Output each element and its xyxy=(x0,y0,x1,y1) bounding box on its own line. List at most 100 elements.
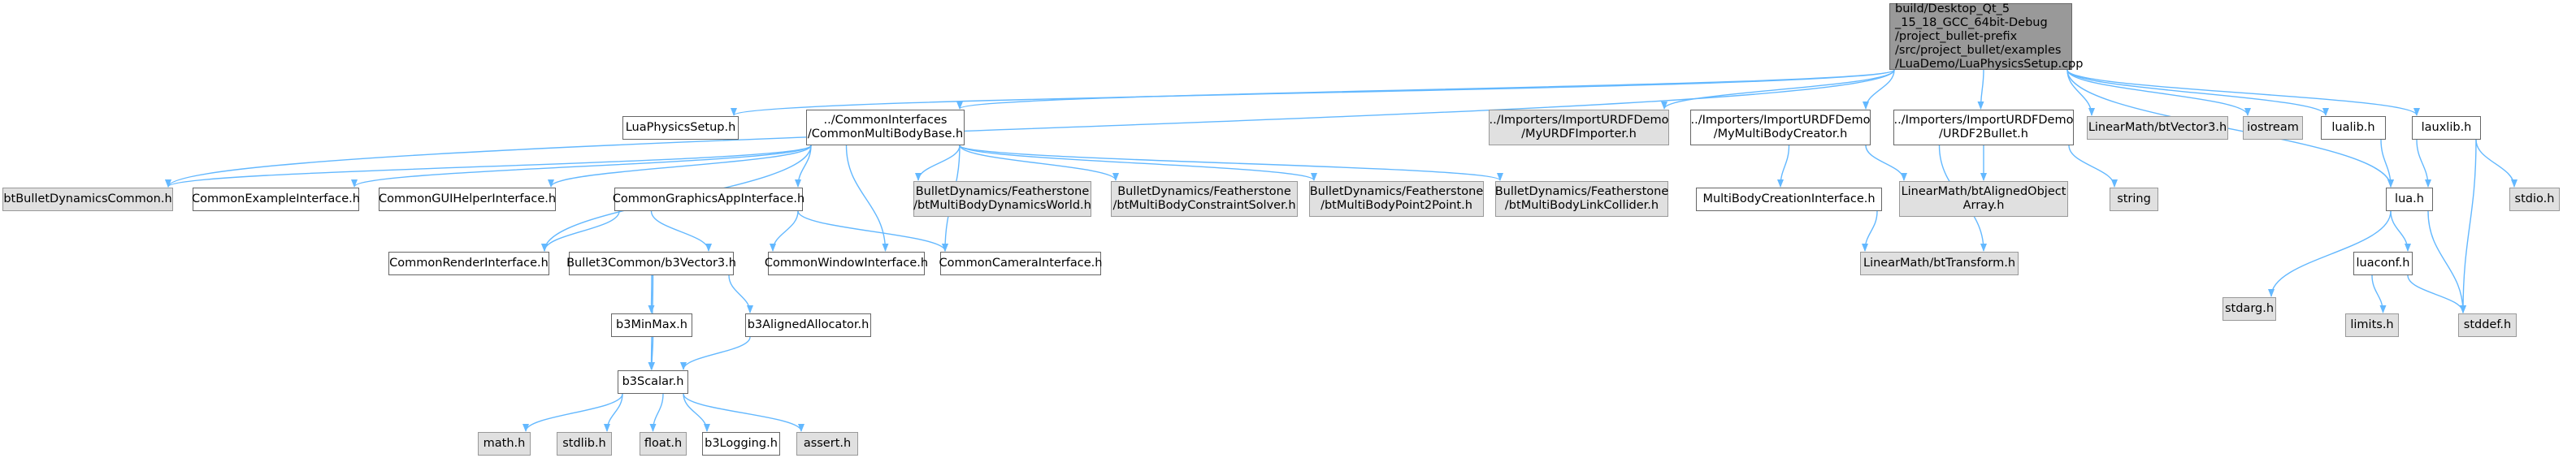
node-commonmultibodybase[interactable]: ../CommonInterfaces/CommonMultiBodyBase.… xyxy=(806,110,965,145)
edge-mymultibodycreator-to-multibodycreationinterface xyxy=(1777,145,1790,188)
edge-root-to-luah xyxy=(2066,69,2394,188)
node-label-line: limits.h xyxy=(2350,318,2394,331)
node-label-line: CommonGraphicsAppInterface.h xyxy=(612,192,805,205)
node-label-line: LinearMath/btVector3.h xyxy=(2088,121,2227,134)
node-urdf2bullet[interactable]: ../Importers/ImportURDFDemo/URDF2Bullet.… xyxy=(1893,110,2074,145)
edge-b3scalar-to-mathh xyxy=(523,393,623,432)
node-iostream: iostream xyxy=(2243,116,2303,140)
node-label-line: BulletDynamics/Featherstone xyxy=(915,185,1090,198)
node-btmultibodypoint2point: BulletDynamics/Featherstone/btMultiBodyP… xyxy=(1309,181,1484,217)
node-b3minmax[interactable]: b3MinMax.h xyxy=(611,313,692,337)
edge-commonmultibodybase-to-btmultibodyconstraintsolver xyxy=(959,145,1119,181)
node-label-line: lauxlib.h xyxy=(2421,121,2472,134)
node-label-line: CommonGUIHelperInterface.h xyxy=(378,192,557,205)
node-commonguihelperinterface[interactable]: CommonGUIHelperInterface.h xyxy=(379,188,556,211)
node-label-line: /URDF2Bullet.h xyxy=(1939,127,2028,140)
node-label-line: Array.h xyxy=(1962,199,2005,212)
node-label-line: /project_bullet-prefix xyxy=(1895,29,2018,43)
node-b3alignedallocator[interactable]: b3AlignedAllocator.h xyxy=(745,313,871,337)
node-label-line: CommonWindowInterface.h xyxy=(764,257,929,270)
node-assert: assert.h xyxy=(796,432,858,456)
node-label-line: b3MinMax.h xyxy=(616,318,687,331)
node-mymultibodycreator[interactable]: ../Importers/ImportURDFDemo/MyMultiBodyC… xyxy=(1690,110,1871,145)
node-label-line: math.h xyxy=(483,437,526,450)
node-label-line: BulletDynamics/Featherstone xyxy=(1494,185,1669,198)
edge-root-to-lualib xyxy=(2066,69,2329,116)
node-lauxlib[interactable]: lauxlib.h xyxy=(2412,116,2481,140)
edge-b3alignedallocator-to-b3scalar xyxy=(680,336,751,370)
edge-b3vector3-to-b3minmax xyxy=(648,274,655,313)
node-label-line: btBulletDynamicsCommon.h xyxy=(3,192,172,205)
node-mathh: math.h xyxy=(478,432,531,456)
node-stdio: stdio.h xyxy=(2509,188,2560,211)
node-label-line: /btMultiBodyDynamicsWorld.h xyxy=(913,199,1091,212)
edge-luaconf-to-stddef xyxy=(2407,274,2466,313)
node-label-line: ../Importers/ImportURDFDemo xyxy=(1690,114,1871,127)
edge-commonmultibodybase-to-btmultibodypoint2point xyxy=(959,145,1317,181)
node-label-line: LuaPhysicsSetup.h xyxy=(625,121,736,134)
node-btmultibodydynamicsworld: BulletDynamics/Featherstone/btMultiBodyD… xyxy=(913,181,1091,217)
edge-b3scalar-to-stdlib xyxy=(604,393,623,432)
node-label-line: /MyMultiBodyCreator.h xyxy=(1713,127,1848,140)
edge-urdf2bullet-to-string xyxy=(2068,145,2118,188)
edge-commonmultibodybase-to-commonexampleinterface xyxy=(351,145,812,188)
node-multibodycreationinterface[interactable]: MultiBodyCreationInterface.h xyxy=(1696,188,1882,211)
node-label-line: b3Logging.h xyxy=(705,437,778,450)
node-label-line: b3Scalar.h xyxy=(622,375,684,388)
node-b3vector3[interactable]: Bullet3Common/b3Vector3.h xyxy=(566,252,736,275)
node-label-line: MultiBodyCreationInterface.h xyxy=(1702,192,1876,205)
node-commonwindowinterface[interactable]: CommonWindowInterface.h xyxy=(764,252,929,275)
node-b3scalar[interactable]: b3Scalar.h xyxy=(618,370,688,394)
node-commonrenderinterface[interactable]: CommonRenderInterface.h xyxy=(388,252,549,275)
node-root: build/Desktop_Qt_5_15_18_GCC_64bit-Debug… xyxy=(1889,2,2083,71)
node-label-line: /MyURDFImporter.h xyxy=(1521,127,1637,140)
node-label-line: ../Importers/ImportURDFDemo xyxy=(1893,114,2074,127)
node-b3logging[interactable]: b3Logging.h xyxy=(702,432,780,456)
node-label-line: BulletDynamics/Featherstone xyxy=(1309,185,1484,198)
node-label-line: stddef.h xyxy=(2463,318,2512,331)
node-label-line: _15_18_GCC_64bit-Debug xyxy=(1895,15,2048,29)
node-label-line: LinearMath/btTransform.h xyxy=(1863,257,2016,270)
edge-commonmultibodybase-to-btbulletdynamicscommon xyxy=(165,145,812,188)
node-float: float.h xyxy=(640,432,687,456)
edge-mymultibodycreator-to-btalignedobjectarray xyxy=(1865,145,1907,181)
node-label-line: lualib.h xyxy=(2331,121,2375,134)
node-label-line: /btMultiBodyPoint2Point.h xyxy=(1321,199,1472,212)
node-stdarg: stdarg.h xyxy=(2223,297,2276,321)
node-limits: limits.h xyxy=(2345,313,2399,337)
node-label-line: lua.h xyxy=(2395,192,2424,205)
node-commonexampleinterface[interactable]: CommonExampleInterface.h xyxy=(192,188,360,211)
node-label-line: Bullet3Common/b3Vector3.h xyxy=(566,257,736,270)
node-label-line: luaconf.h xyxy=(2356,257,2410,270)
node-luaconf[interactable]: luaconf.h xyxy=(2353,252,2413,275)
node-btmultibodylinkcollider: BulletDynamics/Featherstone/btMultiBodyL… xyxy=(1495,181,1668,217)
node-label-line: /LuaDemo/LuaPhysicsSetup.cpp xyxy=(1895,57,2084,71)
edge-root-to-myurdfimporter xyxy=(1661,69,1895,110)
edge-commongraphicsappinterface-to-b3vector3 xyxy=(650,210,712,252)
edge-root-to-commonmultibodybase xyxy=(956,69,1895,110)
edge-commongraphicsappinterface-to-commoncamerainterface xyxy=(797,210,948,252)
node-label-line: /src/project_bullet/examples xyxy=(1895,43,2062,57)
node-luaphysicssetup[interactable]: LuaPhysicsSetup.h xyxy=(622,116,739,140)
node-label-line: string xyxy=(2117,192,2151,205)
node-commongraphicsappinterface[interactable]: CommonGraphicsAppInterface.h xyxy=(612,188,805,211)
node-btvector3: LinearMath/btVector3.h xyxy=(2087,116,2228,140)
edge-commonmultibodybase-to-btmultibodylinkcollider xyxy=(959,145,1503,181)
node-label-line: CommonRenderInterface.h xyxy=(389,257,549,270)
node-commoncamerainterface[interactable]: CommonCameraInterface.h xyxy=(939,252,1103,275)
node-label-line: CommonCameraInterface.h xyxy=(939,257,1103,270)
node-luah[interactable]: lua.h xyxy=(2386,188,2433,211)
edge-root-to-mymultibodycreator xyxy=(1863,69,1895,110)
edge-lualib-to-luah xyxy=(2380,139,2394,188)
node-stddef: stddef.h xyxy=(2458,313,2517,337)
edge-root-to-btbulletdynamicscommon xyxy=(165,69,1895,188)
node-label-line: build/Desktop_Qt_5 xyxy=(1895,2,2010,15)
edge-root-to-lauxlib xyxy=(2066,69,2420,116)
edge-b3scalar-to-float xyxy=(649,393,664,432)
edge-root-to-urdf2bullet xyxy=(1977,69,1984,110)
node-lualib[interactable]: lualib.h xyxy=(2321,116,2386,140)
node-label-line: assert.h xyxy=(803,437,852,450)
